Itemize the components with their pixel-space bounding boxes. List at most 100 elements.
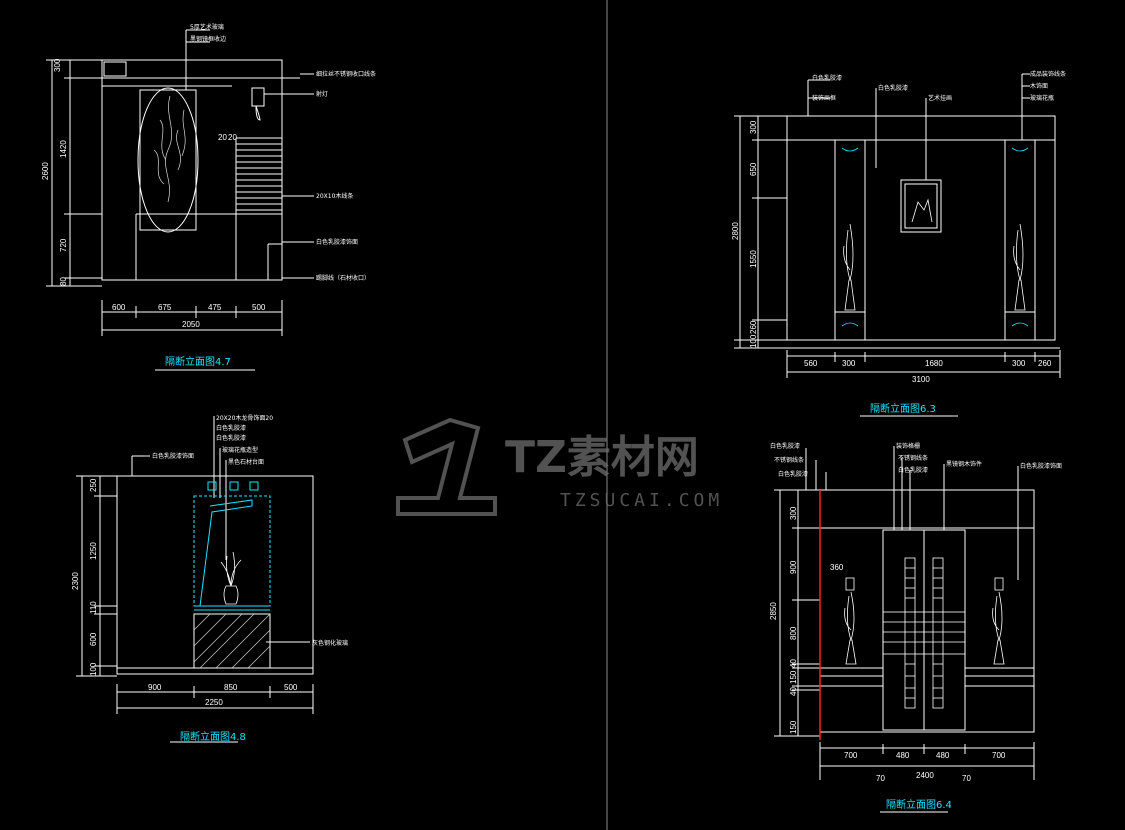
note-48-0: 20X20木龙骨饰面20 — [216, 414, 273, 422]
note-64-3: 装饰格栅 — [896, 442, 920, 450]
title-63: 隔断立面图6.3 — [870, 402, 936, 415]
dim-47-h-0: 600 — [112, 303, 126, 312]
title-48: 隔断立面图4.8 — [180, 730, 246, 743]
note-64-7: 白色乳胶漆饰面 — [1020, 462, 1062, 470]
dim-48-v-3: 600 — [89, 632, 98, 646]
dim-64-v-total: 2850 — [769, 602, 778, 620]
dim-63-h-3: 300 — [1012, 359, 1026, 368]
watermark: TZ素材网 TZSUCAI.COM — [396, 417, 723, 516]
dim-48-v-2: 110 — [89, 601, 98, 614]
dim-48-v-4: 100 — [89, 662, 98, 676]
dim-47-h-3: 500 — [252, 303, 266, 312]
grille-pattern — [882, 557, 966, 709]
note-47-3: 射灯 — [316, 90, 328, 98]
dim-47-v-2: 720 — [59, 238, 68, 252]
note-48-2: 白色乳胶漆 — [216, 434, 246, 442]
elevation-6-3 — [734, 73, 1061, 417]
dim-47-h-1: 675 — [158, 303, 172, 312]
note-48-5: 白色乳胶漆饰面 — [152, 452, 194, 460]
dim-47-h-2: 475 — [208, 303, 222, 312]
elevation-4-8-cyan — [193, 481, 271, 611]
note-63-4: 成品装饰线条 — [1030, 70, 1066, 78]
dim-64-inner: 360 — [830, 563, 844, 572]
dim-47-v-0: 300 — [53, 58, 62, 72]
vase-48 — [220, 551, 242, 605]
note-63-1: 装饰画框 — [812, 94, 836, 102]
note-64-6: 黑镜钢木饰件 — [946, 460, 982, 468]
dim-63-h-total: 3100 — [912, 375, 930, 384]
note-63-5: 木饰面 — [1030, 82, 1048, 90]
dim-63-v-3: 260 — [749, 320, 758, 334]
dim-63-h-4: 260 — [1038, 359, 1052, 368]
note-48-6: 灰色钢化玻璃 — [312, 639, 348, 647]
dim-48-h-0: 900 — [148, 683, 162, 692]
dim-47-v-1: 1420 — [59, 140, 68, 158]
elevation-4-8 — [76, 416, 314, 743]
note-63-0: 白色乳胶漆 — [812, 74, 842, 82]
title-47: 隔断立面图4.7 — [165, 355, 231, 368]
note-64-1: 不锈钢线条 — [774, 456, 804, 464]
note-64-5: 白色乳胶漆 — [898, 466, 928, 474]
note-47-5: 白色乳胶漆饰面 — [316, 238, 358, 246]
glass-art-pattern — [153, 95, 186, 203]
vases-63 — [843, 198, 1026, 311]
elevation-4-7 — [46, 29, 314, 371]
wood-slats — [235, 137, 282, 214]
dim-63-v-0: 300 — [749, 120, 758, 134]
dim-48-v-total: 2300 — [71, 572, 80, 590]
note-47-0: 5厚艺术玻璃 — [190, 23, 224, 31]
note-47-6: 踢脚线（石材收口） — [316, 274, 370, 282]
dim-64-v-4: 150 — [789, 670, 798, 684]
dim-47-v-total: 2600 — [41, 162, 50, 180]
dim-64-h-2: 480 — [936, 751, 950, 760]
dim-64-v-5: 40 — [789, 687, 798, 696]
dim-64-v-0: 300 — [789, 506, 798, 520]
dim-63-v-2: 1550 — [749, 250, 758, 268]
note-64-2: 白色乳胶漆 — [778, 470, 808, 478]
note-48-1: 白色乳胶漆 — [216, 424, 246, 432]
note-48-3: 玻璃花瓶造型 — [222, 446, 258, 454]
title-64: 隔断立面图6.4 — [886, 798, 952, 811]
elevation-4-8-labels: 250 1250 110 600 100 2300 900 850 500 22… — [71, 414, 348, 743]
dim-64-v-1: 900 — [789, 560, 798, 574]
dim-63-h-0: 560 — [804, 359, 818, 368]
dim-64-h-3: 700 — [992, 751, 1006, 760]
elevation-6-3-cyan — [841, 147, 1029, 327]
dim-64-h-sub-1: 70 — [962, 774, 971, 783]
dim-48-h-1: 850 — [224, 683, 238, 692]
note-47-4: 20X10木线条 — [316, 192, 353, 200]
dim-64-v-3: 40 — [789, 659, 798, 668]
dim-63-v-1: 650 — [749, 162, 758, 176]
elevation-6-3-labels: 300 650 1550 260 100 2800 560 300 1680 3… — [731, 70, 1066, 415]
dim-63-h-2: 1680 — [925, 359, 943, 368]
dim-64-h-sub-0: 70 — [876, 774, 885, 783]
dim-64-v-6: 150 — [789, 720, 798, 734]
dim-64-h-total: 2400 — [916, 771, 934, 780]
note-48-4: 黑色石材台面 — [228, 458, 264, 466]
note-63-2: 白色乳胶漆 — [878, 84, 908, 92]
dim-47-h-total: 2050 — [182, 320, 200, 329]
dim-64-h-1: 480 — [896, 751, 910, 760]
dim-47-v-3: 80 — [59, 277, 68, 286]
watermark-url: TZSUCAI.COM — [560, 490, 723, 511]
dim-63-h-1: 300 — [842, 359, 856, 368]
dim-63-v-total: 2800 — [731, 222, 740, 240]
dim-48-v-1: 1250 — [89, 542, 98, 560]
elevation-4-7-labels: 300 1420 720 80 2600 600 675 475 500 205… — [41, 23, 376, 368]
dim-48-h-2: 500 — [284, 683, 298, 692]
dim-64-v-2: 800 — [789, 626, 798, 640]
note-64-4: 不锈钢线条 — [898, 454, 928, 462]
dim-48-h-total: 2250 — [205, 698, 223, 707]
watermark-brand: TZ素材网 — [505, 432, 699, 483]
elevation-6-4-labels: 300 900 800 40 150 40 150 2850 360 700 4… — [769, 442, 1062, 811]
dim-64-h-0: 700 — [844, 751, 858, 760]
note-47-1: 黑钢镜框收边 — [190, 35, 226, 43]
dim-47-side-0: 20 — [218, 133, 227, 142]
dim-48-v-0: 250 — [89, 478, 98, 492]
note-63-3: 艺术挂画 — [928, 94, 952, 102]
note-47-2: 细拉丝不锈钢收口线条 — [316, 70, 376, 78]
hatch-pattern — [193, 613, 271, 669]
watermark-logo-icon — [396, 417, 497, 516]
dim-47-side-1: 20 — [228, 133, 237, 142]
